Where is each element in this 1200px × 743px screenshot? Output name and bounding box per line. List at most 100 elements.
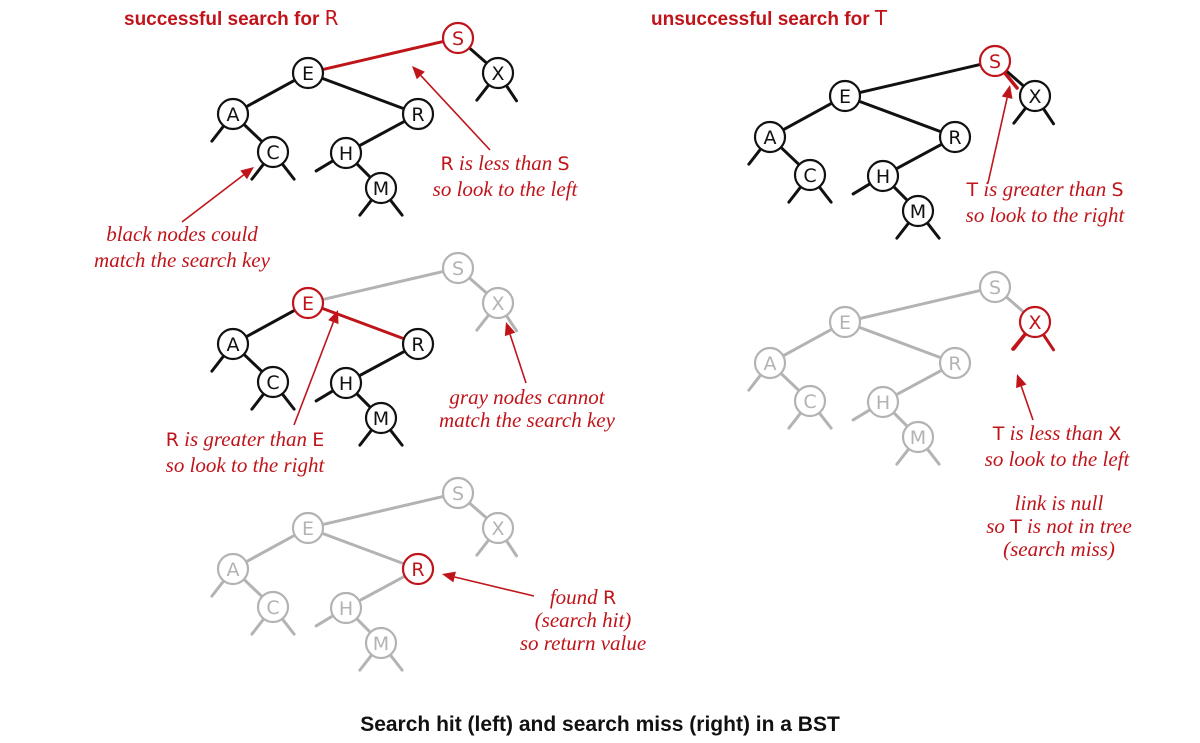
note-t-less-than-x: T is less than Xso look to the left: [985, 421, 1131, 471]
node-H: H: [866, 385, 900, 419]
link-R-H: [894, 368, 944, 397]
node-key: X: [491, 63, 504, 85]
node-circle: [1018, 79, 1052, 113]
node-key: H: [339, 143, 353, 165]
node-S: S: [441, 251, 475, 285]
node-circle: [364, 401, 398, 435]
arrow-shaft: [181, 174, 245, 223]
link-E-R: [857, 99, 943, 134]
link-A-C: [779, 371, 801, 393]
node-M: M: [364, 626, 398, 660]
node-C: C: [256, 365, 290, 399]
note-line: so T is not in tree: [986, 514, 1132, 538]
node-A: A: [216, 552, 250, 586]
node-key: C: [803, 391, 816, 413]
node-circle: [401, 552, 435, 586]
null-link-C-0: [787, 185, 803, 204]
node-key: S: [989, 51, 1001, 73]
node-circle: [329, 366, 363, 400]
node-M: M: [901, 420, 935, 454]
node-S: S: [441, 476, 475, 510]
node-key: M: [373, 178, 389, 200]
null-link-H-0: [314, 159, 335, 173]
note-text: black nodes could: [106, 222, 258, 246]
node-M: M: [364, 171, 398, 205]
node-S: S: [978, 270, 1012, 304]
node-key: S: [989, 277, 1001, 299]
node-key: E: [839, 312, 851, 334]
note-line: so look to the left: [985, 447, 1131, 471]
note-line: so look to the left: [433, 177, 579, 201]
note-t-greater-than-s: T is greater than Sso look to the right: [965, 177, 1125, 227]
node-circle: [481, 286, 515, 320]
note-line: match the search key: [439, 408, 616, 432]
node-key: C: [803, 165, 816, 187]
node-key: X: [491, 518, 504, 540]
note-text: is not in tree: [1022, 514, 1132, 538]
search-link-S-right-child: [1002, 70, 1019, 90]
node-circle: [866, 159, 900, 193]
node-H: H: [329, 136, 363, 170]
note-line: (search hit): [535, 608, 632, 632]
node-circle: [441, 476, 475, 510]
node-A: A: [216, 97, 250, 131]
node-circle: [938, 346, 972, 380]
node-H: H: [866, 159, 900, 193]
node-circle: [216, 327, 250, 361]
annotation-arrows: [181, 66, 1034, 597]
null-link-A-0: [210, 354, 226, 373]
note-text: link is null: [1015, 491, 1104, 515]
note-text: so return value: [520, 631, 646, 655]
note-key: T: [992, 423, 1005, 445]
note-key: S: [1111, 179, 1123, 201]
arrow-head: [1001, 85, 1013, 99]
note-line: black nodes could: [106, 222, 258, 246]
link-A-C: [242, 577, 264, 599]
null-link-X-1: [504, 313, 519, 333]
arrow-4: [442, 571, 535, 597]
node-circle: [216, 552, 250, 586]
node-circle: [828, 79, 862, 113]
null-link-X-1: [1041, 106, 1056, 126]
node-key: H: [339, 598, 353, 620]
null-link-H-0: [314, 614, 335, 628]
node-circle: [753, 120, 787, 154]
null-link-X-0: [475, 313, 491, 332]
null-link-A-0: [210, 124, 226, 143]
note-key: R: [166, 429, 179, 451]
node-key: R: [411, 334, 424, 356]
node-circle: [329, 591, 363, 625]
node-circle: [901, 194, 935, 228]
note-line: found R: [550, 585, 616, 609]
note-key: T: [1009, 516, 1022, 538]
link-E-R: [320, 531, 406, 566]
node-circle: [1018, 305, 1052, 339]
node-key: A: [227, 104, 240, 126]
node-circle: [866, 385, 900, 419]
node-circle: [901, 420, 935, 454]
arrow-shaft: [509, 334, 527, 384]
null-link-X-1: [504, 538, 519, 558]
null-link-M-0: [358, 653, 374, 672]
node-key: A: [227, 559, 240, 581]
node-key: R: [948, 353, 961, 375]
node-key: R: [411, 104, 424, 126]
node-C: C: [793, 384, 827, 418]
node-M: M: [901, 194, 935, 228]
arrow-2: [293, 310, 339, 426]
null-link-H-0: [314, 389, 335, 403]
null-link-X-1: [1041, 332, 1056, 352]
node-key: C: [266, 372, 279, 394]
note-text: found: [550, 585, 603, 609]
note-key: R: [603, 587, 616, 609]
node-R: R: [938, 120, 972, 154]
note-line: link is null: [1015, 491, 1104, 515]
null-link-M-0: [358, 428, 374, 447]
node-circle: [401, 97, 435, 131]
node-key: X: [1028, 86, 1041, 108]
arrow-shaft: [454, 576, 535, 597]
